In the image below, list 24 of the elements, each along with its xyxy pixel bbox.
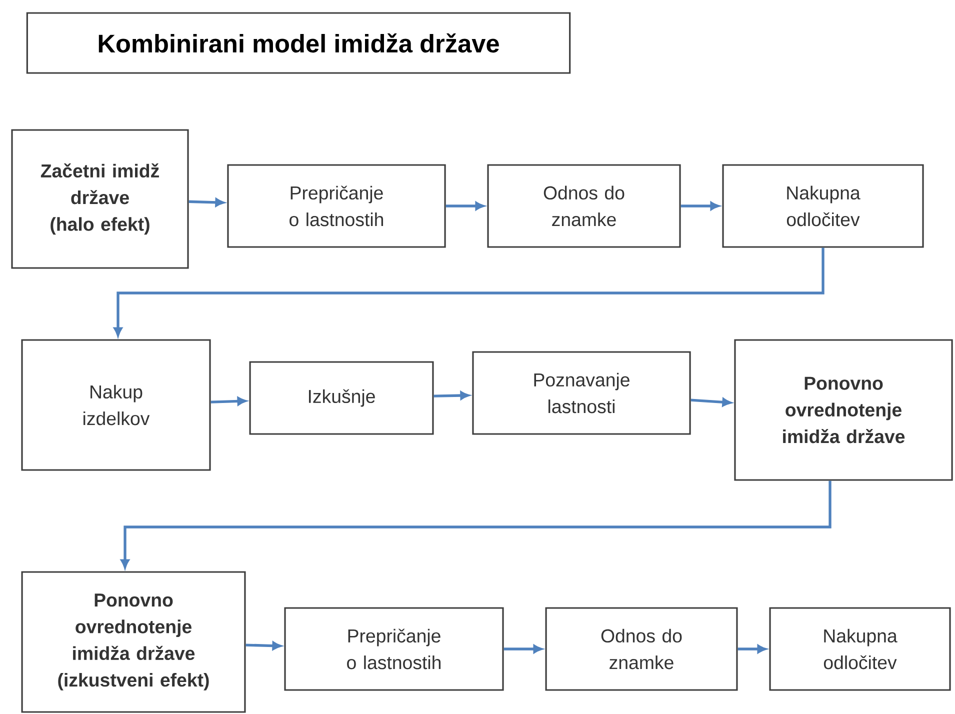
- arrow: [680, 202, 720, 210]
- process-box: Prepričanje o lastnostih: [227, 164, 446, 248]
- process-box: Ponovno ovrednotenje imidža države (izkustveni efekt): [21, 571, 246, 713]
- process-box: Odnos do znamke: [545, 607, 738, 691]
- arrow: [246, 642, 282, 650]
- arrow: [504, 644, 542, 654]
- title-box: Kombinirani model imidža države: [26, 12, 571, 74]
- arrow: [114, 248, 824, 336]
- process-box: Nakup izdelkov: [21, 339, 211, 471]
- arrow: [446, 202, 484, 210]
- process-box: Začetni imidž države (halo efekt): [11, 129, 189, 269]
- process-box: Ponovno ovrednotenje imidža države: [734, 339, 953, 481]
- process-box: Poznavanje lastnosti: [472, 351, 691, 435]
- arrow: [188, 198, 224, 207]
- arrow: [120, 480, 832, 568]
- process-box: Odnos do znamke: [487, 164, 681, 248]
- process-box: Prepričanje o lastnostih: [284, 607, 504, 691]
- process-box: Nakupna odločitev: [722, 164, 924, 248]
- arrow: [434, 391, 470, 400]
- arrow: [738, 644, 766, 654]
- arrow: [690, 398, 732, 406]
- arrow: [210, 396, 246, 406]
- process-box: Nakupna odločitev: [769, 607, 951, 691]
- process-box: Izkušnje: [249, 361, 434, 435]
